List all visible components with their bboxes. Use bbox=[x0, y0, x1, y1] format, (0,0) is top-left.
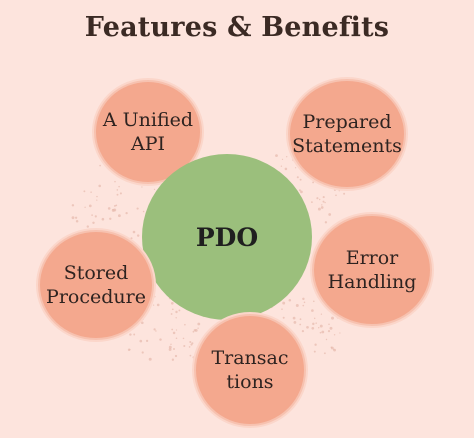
feature-node-prepared-statements: Prepared Statements bbox=[288, 79, 406, 189]
center-label: PDO bbox=[195, 222, 259, 252]
feature-label: A Unified API bbox=[102, 109, 194, 155]
page-title: Features & Benefits bbox=[84, 12, 390, 43]
feature-node-stored-procedure: Stored Procedure bbox=[38, 230, 154, 340]
feature-label: Transac tions bbox=[211, 347, 289, 393]
feature-label: Stored Procedure bbox=[46, 262, 146, 308]
feature-label: Error Handling bbox=[327, 247, 417, 293]
center-node-pdo: PDO bbox=[142, 154, 312, 320]
feature-label: Prepared Statements bbox=[292, 111, 402, 157]
feature-node-transactions: Transac tions bbox=[194, 314, 306, 426]
feature-node-error-handling: Error Handling bbox=[312, 214, 432, 326]
